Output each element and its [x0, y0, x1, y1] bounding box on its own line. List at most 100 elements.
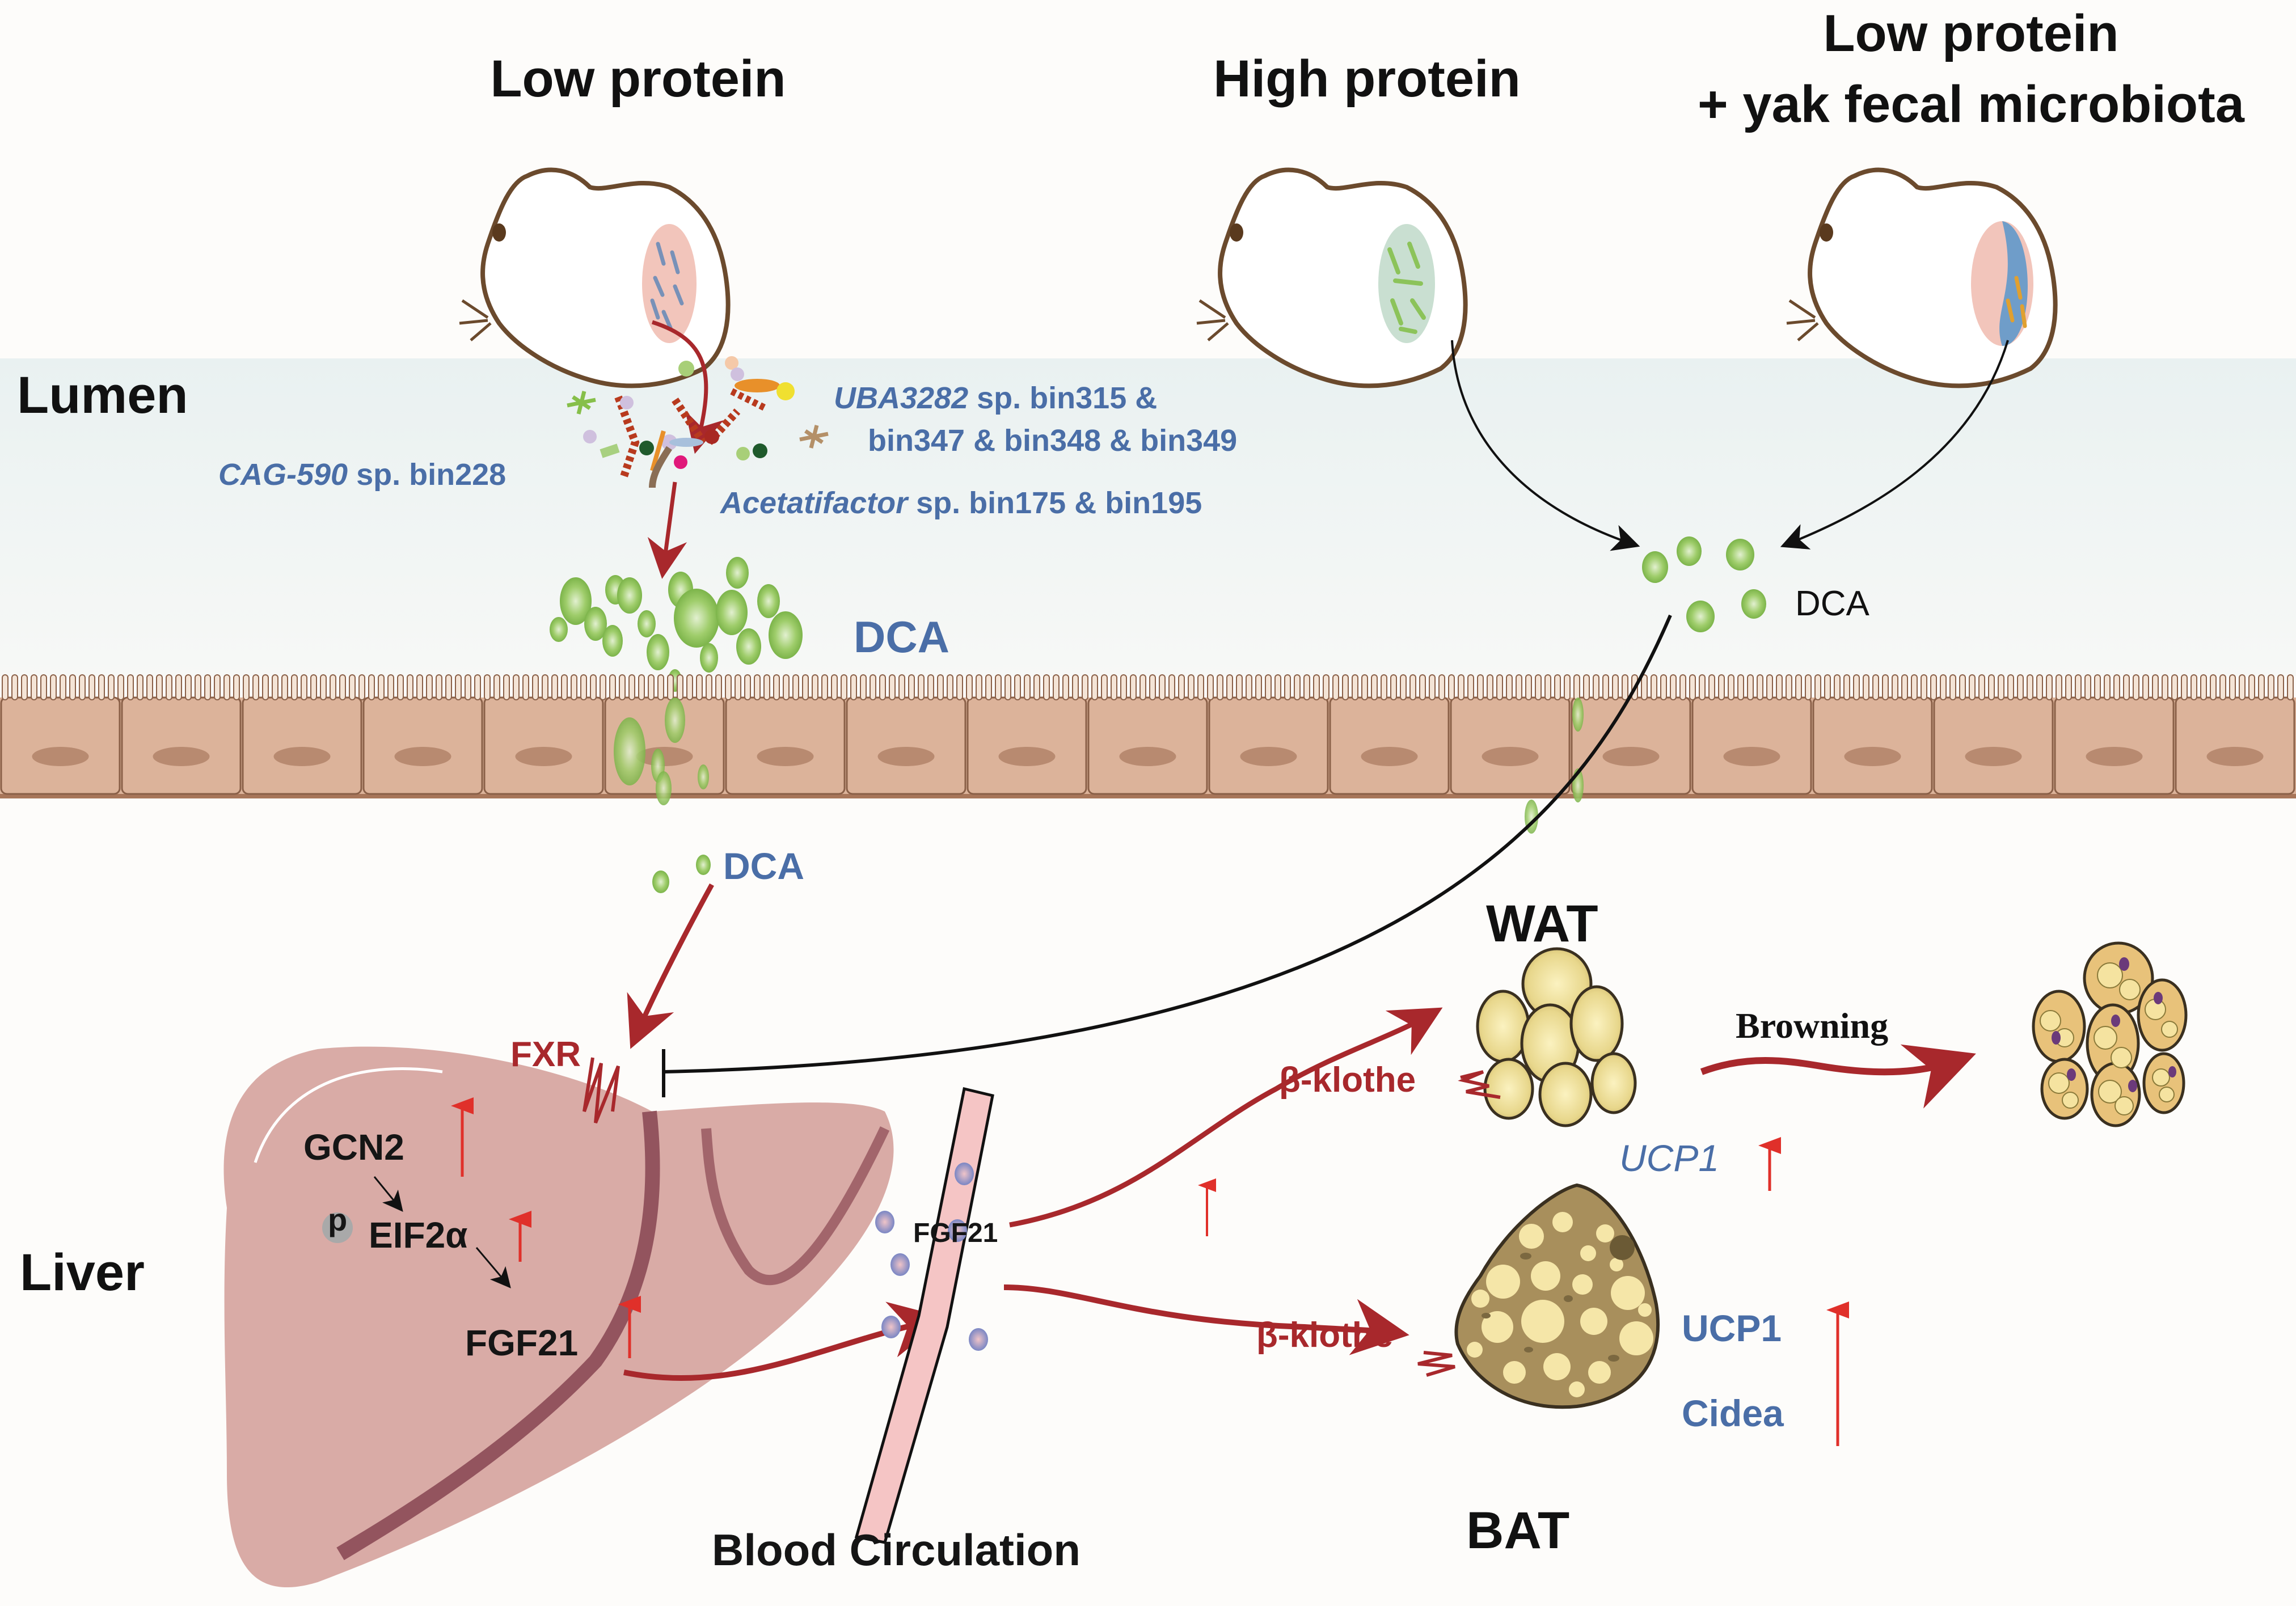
cell-nucleus: [394, 747, 451, 766]
microvillus: [1313, 674, 1320, 700]
microvillus: [1352, 674, 1358, 700]
label-phospho: p: [328, 1202, 347, 1237]
microvillus: [1506, 674, 1513, 700]
microvillus: [1757, 674, 1763, 700]
microvillus: [1236, 674, 1243, 700]
epithelial-cell: [1208, 696, 1329, 795]
label-beta-klothe-bat: β-klothe: [1256, 1316, 1393, 1355]
microvillus: [2056, 674, 2062, 700]
epithelial-cell: [725, 696, 846, 795]
microvillus: [175, 674, 182, 700]
microvillus: [1747, 674, 1754, 700]
label-blood-circulation: Blood Circulation: [712, 1525, 1081, 1575]
microvillus: [561, 674, 568, 700]
microvillus: [898, 674, 905, 700]
cell-nucleus: [998, 747, 1056, 766]
cell-nucleus: [273, 747, 331, 766]
beige-adipocyte-cluster: [2032, 941, 2188, 1127]
microvillus: [1255, 674, 1262, 700]
microvillus: [628, 674, 635, 700]
microvillus: [1593, 674, 1599, 700]
label-lumen: Lumen: [17, 366, 188, 424]
arrow-yak-to-dca: [1780, 340, 2009, 550]
microvillus: [706, 674, 712, 700]
microvillus: [1988, 674, 1995, 700]
epithelial-cell: [2175, 696, 2295, 795]
microvillus: [1168, 674, 1175, 700]
microvillus: [1207, 674, 1214, 700]
liver-organ: [223, 1046, 894, 1588]
microvillus: [860, 674, 867, 700]
microvillus: [1834, 674, 1841, 700]
epithelial-cell: [846, 696, 966, 795]
animal-whiskers: [1196, 299, 1229, 341]
label-wat: WAT: [1486, 895, 1598, 953]
microvillus: [754, 674, 761, 700]
microvillus: [503, 674, 510, 700]
dca-droplet: [696, 855, 711, 875]
microvillus: [474, 674, 481, 700]
microvillus: [638, 674, 645, 700]
microvillus: [2162, 674, 2168, 700]
microvillus: [619, 674, 626, 700]
microvillus: [2258, 674, 2265, 700]
microvillus: [445, 674, 452, 700]
microvillus: [831, 674, 838, 700]
cell-nucleus: [1602, 747, 1660, 766]
microvillus: [21, 674, 28, 700]
label-gcn2: GCN2: [303, 1127, 404, 1168]
microvillus: [1072, 674, 1079, 700]
microvillus: [40, 674, 47, 700]
microvillus: [812, 674, 818, 700]
gut-bacteria-blue: [650, 242, 684, 330]
microvillus: [1679, 674, 1686, 700]
microvillus: [98, 674, 105, 700]
microvillus: [1149, 674, 1156, 700]
microvillus: [792, 674, 799, 700]
microvillus: [696, 674, 703, 700]
microvillus: [1612, 674, 1619, 700]
cell-nucleus: [1965, 747, 2022, 766]
animal-low-protein: [459, 167, 731, 388]
microvillus: [436, 674, 442, 700]
label-ucp1-wat: UCP1: [1619, 1137, 1719, 1179]
microvillus: [1795, 674, 1802, 700]
microvillus: [715, 674, 722, 700]
label-fxr: FXR: [510, 1035, 581, 1074]
microvillus: [11, 674, 18, 700]
microvillus: [966, 674, 973, 700]
microvillus: [1303, 674, 1310, 700]
microvillus: [465, 674, 471, 700]
dca-droplet: [652, 870, 669, 893]
microvillus: [397, 674, 404, 700]
cell-nucleus: [757, 747, 814, 766]
label-acetatifactor-genus: Acetatifactor: [719, 486, 909, 520]
header-yak-line2: + yak fecal microbiota: [1698, 75, 2245, 133]
microvillus: [1477, 674, 1484, 700]
microvillus: [2123, 674, 2130, 700]
epithelial-cells: [0, 696, 2295, 795]
microvillus: [166, 674, 172, 700]
microvillus: [214, 674, 221, 700]
wat-cluster: [1476, 947, 1637, 1127]
microvillus: [1805, 674, 1812, 700]
microvillus: [927, 674, 934, 700]
epithelial-cell: [1571, 696, 1691, 795]
microvillus: [1226, 674, 1233, 700]
microvillus: [648, 674, 655, 700]
microvillus: [908, 674, 915, 700]
microvillus: [1246, 674, 1252, 700]
microvillus: [358, 674, 365, 700]
gut-bacteria-orange: [2006, 276, 2027, 328]
microvillus: [195, 674, 201, 700]
microvillus: [146, 674, 153, 700]
microvillus: [416, 674, 423, 700]
microvillus: [1824, 674, 1831, 700]
microvillus: [108, 674, 115, 700]
microvillus: [1487, 674, 1493, 700]
animal-high-protein: [1196, 167, 1468, 388]
microvillus: [127, 674, 134, 700]
microvillus: [2191, 674, 2197, 700]
microvillus: [783, 674, 790, 700]
microvillus: [1101, 674, 1108, 700]
